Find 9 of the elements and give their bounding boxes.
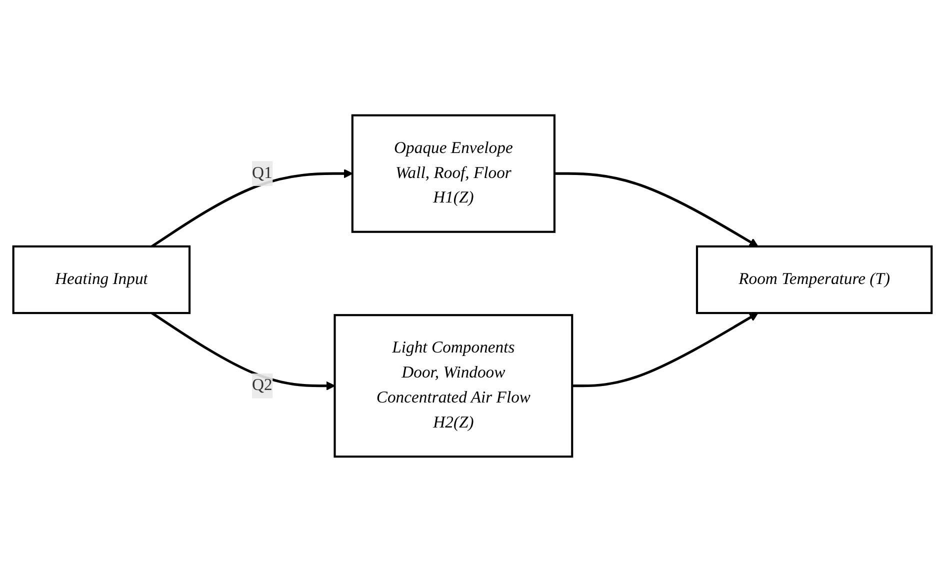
arrow [151,169,353,248]
node-box: Room Temperature (T) [696,245,933,314]
arrow [554,172,758,247]
node-box: Opaque Envelope Wall, Roof, Floor H1(Z) [351,114,556,233]
edge-label: Q2 [252,376,272,394]
arrow [572,312,758,388]
edge-label: Q1 [252,164,272,182]
node-box: Light Components Door, Windoow Concentrated Air Flow H2(Z) [334,314,574,458]
node-box: Heating Input [12,245,191,314]
